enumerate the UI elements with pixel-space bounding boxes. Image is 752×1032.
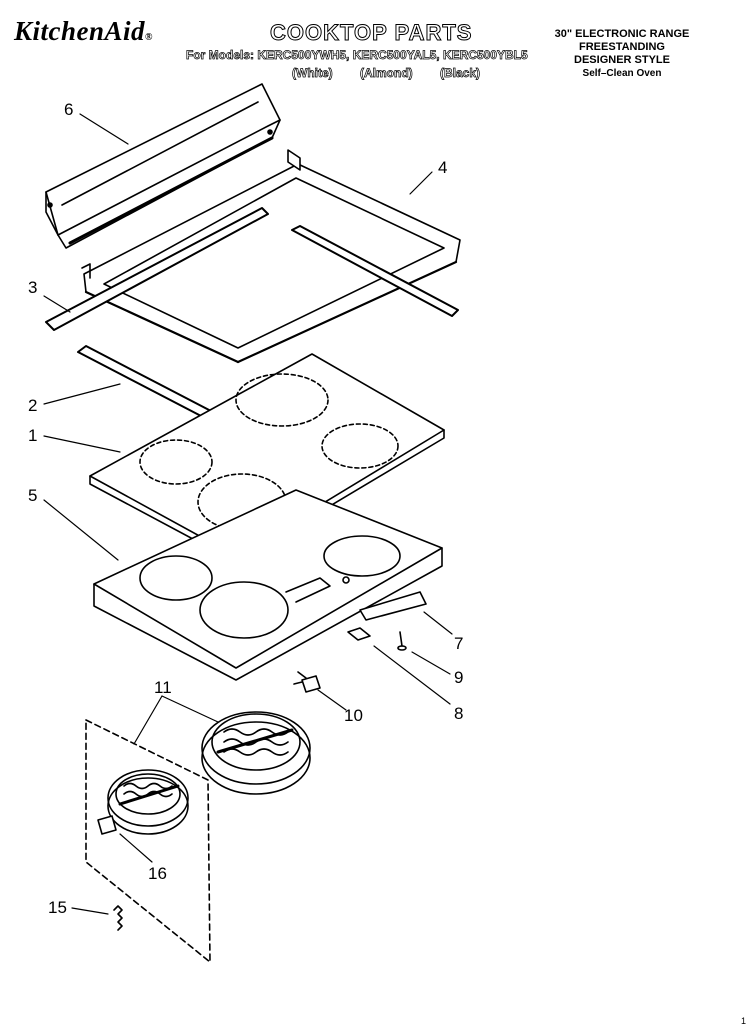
color-almond: (Almond) [360, 66, 413, 81]
part-15-spring [113, 905, 123, 931]
burner-group-box [85, 719, 211, 963]
callout-16: 16 [148, 864, 167, 883]
callout-3: 3 [28, 278, 38, 297]
brand-logo: KitchenAid® [14, 16, 154, 46]
callout-1: 1 [28, 426, 38, 445]
part-9-screw [397, 631, 407, 651]
page-title: COOKTOP PARTS [269, 20, 473, 46]
part-10-connector [293, 671, 321, 693]
color-black: (Black) [440, 66, 481, 81]
part-5-burner-box [93, 489, 443, 681]
callout-2: 2 [28, 396, 38, 415]
part-16-small-burner [97, 769, 189, 835]
corner-mark: 1 [740, 1016, 746, 1026]
model-list: For Models: KERC500YWH5, KERC500YAL5, KE… [186, 48, 528, 63]
leader-lines [43, 113, 453, 915]
callout-6: 6 [64, 100, 74, 119]
product-style: FREESTANDING [579, 41, 665, 53]
part-3-side-trim [45, 207, 459, 331]
callout-4: 4 [438, 158, 448, 177]
part-11-large-burner [201, 711, 311, 795]
callout-10: 10 [344, 706, 363, 725]
part-8-bracket [347, 627, 371, 641]
color-white: (White) [292, 66, 333, 81]
callout-8: 8 [454, 704, 464, 723]
product-type: 30" ELECTRONIC RANGE [554, 28, 690, 40]
product-feature: Self–Clean Oven [582, 68, 662, 79]
callout-15: 15 [48, 898, 67, 917]
part-6-rear-trim [45, 83, 281, 249]
part-4-cooktop-frame [81, 149, 461, 364]
callout-11: 11 [154, 678, 172, 697]
product-info: 30" ELECTRONIC RANGE FREESTANDING DESIGN… [522, 28, 722, 80]
product-line: DESIGNER STYLE [574, 54, 670, 66]
callout-7: 7 [454, 634, 464, 653]
callout-9: 9 [454, 668, 464, 687]
callout-5: 5 [28, 486, 38, 505]
